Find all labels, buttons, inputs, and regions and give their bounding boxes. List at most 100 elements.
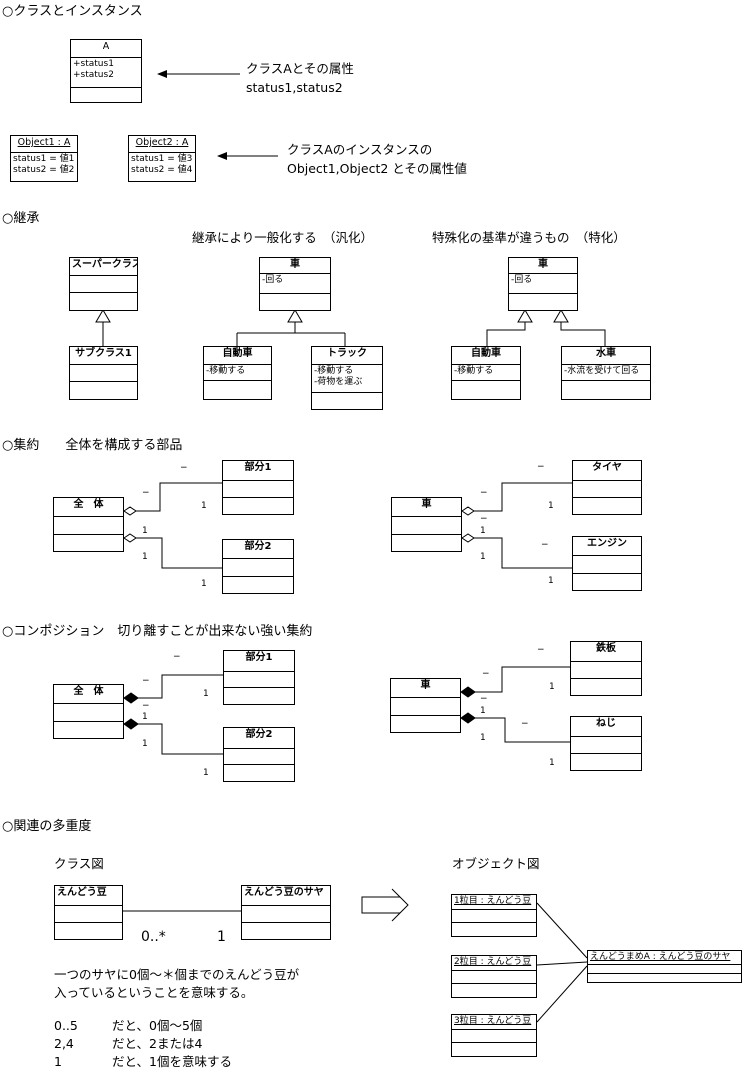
pod-class-name: えんどう豆のサヤ (242, 886, 330, 906)
example-text-3: だと、1個を意味する (112, 1054, 232, 1069)
agg-whole-name: 全 体 (54, 498, 123, 517)
object2-attrs: status1 = 値3 status2 = 値4 (129, 153, 195, 181)
aggregation-diamond-2 (123, 533, 137, 543)
superclass-box: スーパークラス (69, 257, 138, 311)
specialization-triangle-left (517, 309, 533, 323)
bean2-object-name: 2粒目 : えんどう豆 (452, 956, 536, 971)
multiplicity-one-label: 1 (217, 929, 226, 945)
section-title-multiplicity: ○関連の多重度 (2, 819, 92, 834)
gen-auto-name: 自動車 (204, 347, 271, 365)
pod-object-box: えんどうまめA : えんどう豆のサヤ (587, 950, 742, 983)
gen-truck-op2: -荷物を運ぶ (314, 377, 363, 387)
agg-tire-name: タイヤ (573, 461, 641, 481)
comp-whole-box: 全 体 (53, 684, 124, 739)
agg-mult-part1-one: 1 (201, 501, 207, 511)
explanation-line1: 一つのサヤに0個～＊個までのえんどう豆が (54, 967, 300, 982)
section-title-inheritance: ○継承 (2, 211, 40, 226)
agg-mult-whole-one: 1 (142, 526, 148, 536)
agg-part1-box: 部分1 (222, 460, 294, 515)
agg-part1-name: 部分1 (223, 461, 293, 481)
agg-mult-car-one: 1 (480, 526, 486, 536)
bean1-object-name: 1粒目 : えんどう豆 (452, 895, 536, 910)
comp-steel-name: 鉄板 (571, 642, 641, 662)
agg-tire-box: タイヤ (572, 460, 642, 515)
note-object-line1: クラスAのインスタンスの (287, 142, 433, 157)
agg-mult-car-dash2: − (480, 514, 488, 524)
composition-diamond-2 (123, 718, 139, 730)
agg-mult-engine-one: 1 (548, 576, 554, 586)
superclass-name: スーパークラス (70, 258, 137, 276)
comp-mult-car-two: 1 (480, 733, 486, 743)
agg-mult-car-1: − (480, 488, 488, 498)
link-bean3 (536, 965, 588, 1023)
agg-mult-whole-1: − (142, 488, 150, 498)
spec-auto-box: 自動車 -移動する (451, 346, 521, 400)
agg-engine-box: エンジン (572, 536, 642, 591)
agg-part2-box: 部分2 (222, 539, 294, 594)
object1-attr2: status2 = 値2 (13, 165, 75, 175)
object1-box: Object1 : A status1 = 値1 status2 = 値2 (10, 135, 78, 182)
agg-mult-whole-two: 1 (142, 552, 148, 562)
spec-watermill-box: 水車 -水流を受けて回る (561, 346, 651, 400)
comp-mult-car-one: 1 (480, 706, 486, 716)
comp-mult-steel-top: − (537, 645, 545, 655)
agg-mult-car-two: 1 (480, 552, 486, 562)
note-class-a-line1: クラスAとその属性 (246, 61, 354, 76)
agg-mult-engine-top: − (541, 540, 549, 550)
comp-screw-name: ねじ (571, 717, 641, 737)
link-bean2 (536, 961, 588, 966)
generalization-triangle-simple (95, 309, 111, 323)
example-code-1: 0..5 (54, 1018, 78, 1033)
agg-whole-box: 全 体 (53, 497, 124, 552)
comp-screw-box: ねじ (570, 716, 642, 771)
agg-mult-tire-one: 1 (548, 501, 554, 511)
object1-name: Object1 : A (11, 136, 77, 153)
comp-whole-name: 全 体 (54, 685, 123, 704)
comp-mult-car-dash2: − (480, 694, 488, 704)
spec-car-name: 車 (509, 258, 577, 274)
class-a-attr1: +status1 (73, 59, 114, 69)
spec-watermill-op: -水流を受けて回る (562, 365, 650, 381)
gen-truck-name: トラック (312, 347, 382, 365)
gen-truck-ops: -移動する -荷物を運ぶ (312, 365, 382, 393)
composition-diamond-3 (460, 686, 476, 698)
agg-car-box: 車 (391, 497, 462, 552)
comp-mult-whole-one: 1 (142, 712, 148, 722)
gen-auto-op: -移動する (204, 365, 271, 381)
composition-diamond-4 (460, 712, 476, 724)
agg-engine-name: エンジン (573, 537, 641, 556)
comp-car-name: 車 (391, 679, 460, 698)
bean3-object-name: 3粒目 : えんどう豆 (452, 1015, 536, 1030)
class-a-attrs: +status1 +status2 (71, 58, 141, 88)
generalization-triangle-car (287, 309, 303, 323)
specialization-triangle-right (553, 309, 569, 323)
comp-mult-car-1: − (482, 669, 490, 679)
comp-mult-whole-1: − (142, 676, 150, 686)
object2-attr1: status1 = 値3 (131, 154, 193, 164)
comp-mult-part1-one: 1 (203, 689, 209, 699)
section-title-composition: ○コンポジション 切り離すことが出来ない強い集約 (2, 624, 313, 639)
comp-mult-whole-dash2: − (142, 701, 150, 711)
aggregation-diamond-4 (461, 533, 475, 543)
object2-attr2: status2 = 値4 (131, 165, 193, 175)
object-diagram-title: オブジェクト図 (452, 856, 540, 871)
agg-mult-tire-top: − (537, 462, 545, 472)
object2-box: Object2 : A status1 = 値3 status2 = 値4 (128, 135, 196, 182)
comp-mult-part2-one: 1 (203, 768, 209, 778)
class-a-name: A (71, 40, 141, 58)
bean2-object-box: 2粒目 : えんどう豆 (451, 955, 537, 998)
example-text-2: だと、2または4 (112, 1036, 203, 1051)
example-code-3: 1 (54, 1054, 62, 1069)
note-object-line2: Object1,Object2 とその属性値 (287, 161, 467, 176)
comp-part2-name: 部分2 (224, 728, 294, 749)
comp-steel-box: 鉄板 (570, 641, 642, 696)
class-a-box: A +status1 +status2 (70, 39, 142, 103)
bean1-object-box: 1粒目 : えんどう豆 (451, 894, 537, 937)
gen-car-op: -回る (260, 274, 330, 294)
gen-truck-op1: -移動する (314, 366, 354, 376)
generalization-caption: 継承により一般化する （汎化） (192, 230, 374, 245)
comp-car-box: 車 (390, 678, 461, 733)
gen-truck-box: トラック -移動する -荷物を運ぶ (311, 346, 383, 410)
aggregation-diamond-1 (123, 506, 137, 516)
